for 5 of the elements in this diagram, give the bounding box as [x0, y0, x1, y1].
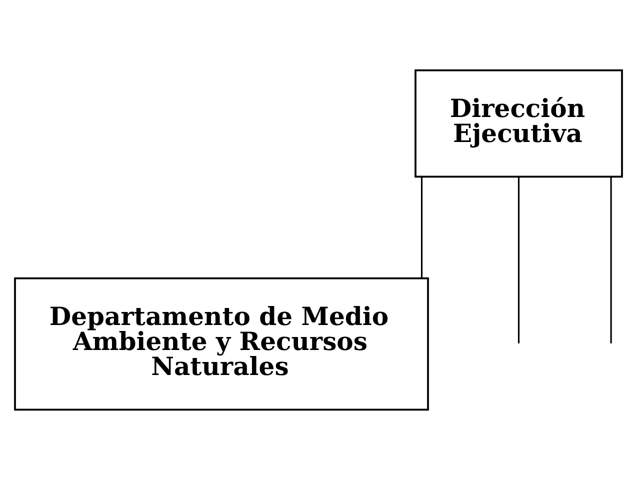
connector: [518, 176, 520, 343]
connector: [420, 176, 423, 278]
connector: [610, 176, 612, 343]
node-box: Departamento de Medio Ambiente y Recursos Naturales: [14, 276, 429, 410]
node-box: Dirección Ejecutiva: [414, 68, 623, 178]
